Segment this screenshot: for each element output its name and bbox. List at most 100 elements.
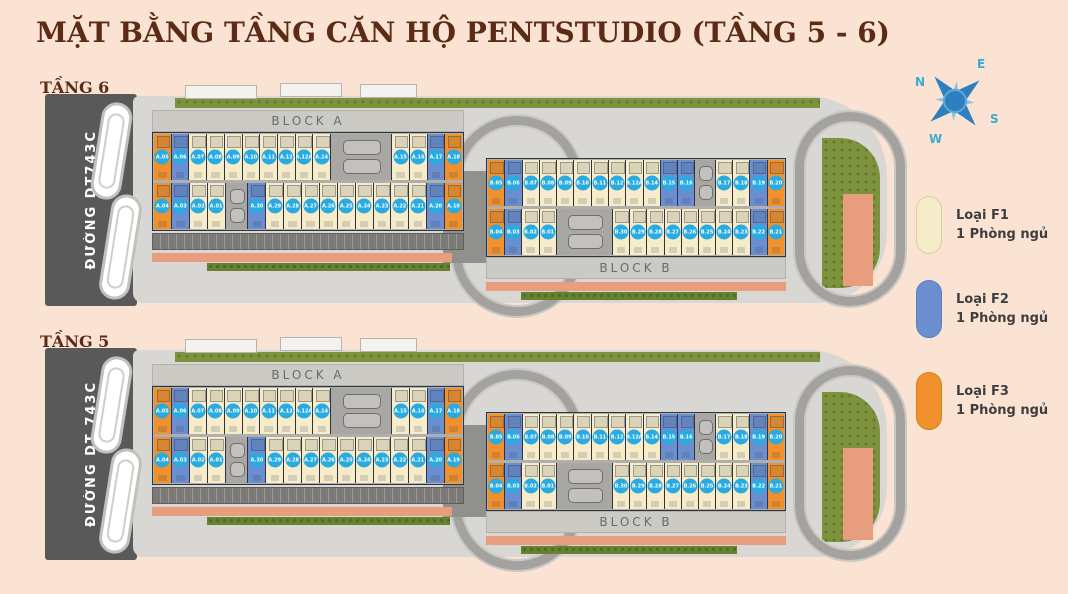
unit-cell: A.06 <box>171 134 190 180</box>
unit-label: A.12A <box>296 403 312 419</box>
unit-label: A.10 <box>243 149 259 165</box>
core-cell <box>225 437 249 483</box>
unit-label: A.14 <box>314 149 330 165</box>
unit-cell: B.02 <box>522 463 540 509</box>
unit-cell: A.08 <box>207 134 225 180</box>
unit-cell: B.26 <box>681 463 699 509</box>
unit-cell: B.14 <box>643 160 661 206</box>
unit-cell: B.04 <box>488 463 506 509</box>
unit-label: B.26 <box>682 478 698 494</box>
unit-label: A.26 <box>320 198 336 214</box>
unit-label: A.03 <box>172 452 188 468</box>
unit-label: A.10 <box>243 403 259 419</box>
unit-cell: A.15 <box>392 134 410 180</box>
unit-cell: A.19 <box>445 437 462 483</box>
unit-cell: B.24 <box>716 463 734 509</box>
core-cell <box>225 183 249 229</box>
legend-item-f2: Loại F2 1 Phòng ngủ <box>916 280 1048 338</box>
unit-label: B.23 <box>733 478 749 494</box>
unit-label: B.04 <box>488 224 504 240</box>
unit-cell: A.01 <box>207 183 226 229</box>
unit-cell: A.23 <box>373 437 392 483</box>
unit-cell: A.02 <box>189 437 208 483</box>
unit-label: B.11 <box>592 175 608 191</box>
unit-label: A.24 <box>356 452 372 468</box>
unit-label: A.23 <box>374 198 390 214</box>
unit-label: B.26 <box>682 224 698 240</box>
unit-label: A.25 <box>338 452 354 468</box>
unit-label: A.23 <box>374 452 390 468</box>
outbuilding <box>360 84 417 98</box>
compass-w: W <box>929 132 942 146</box>
unit-label: A.25 <box>338 198 354 214</box>
unit-cell: A.24 <box>355 437 374 483</box>
unit-label: A.06 <box>172 149 188 165</box>
unit-label: B.08 <box>540 175 556 191</box>
unit-label: A.22 <box>392 452 408 468</box>
unit-label: A.01 <box>208 452 224 468</box>
unit-cell: A.05 <box>154 134 172 180</box>
outbuilding <box>185 85 257 99</box>
unit-label: B.18 <box>733 429 749 445</box>
paved-strip <box>486 536 786 545</box>
unit-label: B.07 <box>523 429 539 445</box>
driveway-loop <box>795 112 905 306</box>
unit-cell: B.25 <box>698 209 717 255</box>
unit-label: B.12 <box>609 175 625 191</box>
unit-cell: B.21 <box>767 209 784 255</box>
unit-cell: A.20 <box>427 437 446 483</box>
unit-cell: A.17 <box>427 388 446 434</box>
unit-cell: B.12 <box>608 160 627 206</box>
unit-label: B.08 <box>540 429 556 445</box>
unit-cell: A.20 <box>427 183 446 229</box>
unit-cell: A.25 <box>337 437 356 483</box>
unit-label: A.22 <box>392 198 408 214</box>
legend-bedrooms-f1: 1 Phòng ngủ <box>956 227 1049 242</box>
unit-cell: B.17 <box>715 414 734 460</box>
unit-label: A.11 <box>261 403 277 419</box>
unit-label: A.29 <box>267 198 283 214</box>
unit-label: A.05 <box>154 403 170 419</box>
unit-label: B.12A <box>626 175 643 191</box>
unit-label: A.12A <box>296 149 312 165</box>
unit-label: B.16 <box>678 175 694 191</box>
block-a-label: BLOCK A <box>152 110 464 132</box>
unit-cell: B.20 <box>767 414 785 460</box>
unit-cell: B.12A <box>626 414 644 460</box>
compass-s: S <box>990 112 999 126</box>
unit-cell: A.18 <box>445 134 462 180</box>
unit-cell: A.07 <box>189 134 208 180</box>
unit-cell: B.11 <box>591 160 609 206</box>
unit-label: A.21 <box>410 452 426 468</box>
unit-cell: A.29 <box>266 183 285 229</box>
unit-label: B.14 <box>644 175 660 191</box>
unit-cell: B.05 <box>488 414 506 460</box>
hedge-strip <box>207 517 451 525</box>
unit-label: A.04 <box>154 198 170 214</box>
unit-cell: A.03 <box>171 183 190 229</box>
unit-label: B.06 <box>505 429 521 445</box>
unit-cell: A.17 <box>427 134 446 180</box>
unit-label: A.28 <box>285 452 301 468</box>
unit-cell: B.15 <box>660 414 679 460</box>
floor-label: TẦNG 6 <box>40 78 110 97</box>
unit-cell: B.14 <box>643 414 661 460</box>
unit-label: B.14 <box>644 429 660 445</box>
unit-cell: A.10 <box>242 134 261 180</box>
unit-cell: B.27 <box>664 209 682 255</box>
legend-swatch-f2 <box>916 280 942 338</box>
unit-label: B.28 <box>647 478 663 494</box>
unit-cell: A.19 <box>445 183 462 229</box>
unit-label: B.24 <box>716 478 732 494</box>
compass-n: N <box>915 75 925 89</box>
unit-cell: A.11 <box>260 134 278 180</box>
